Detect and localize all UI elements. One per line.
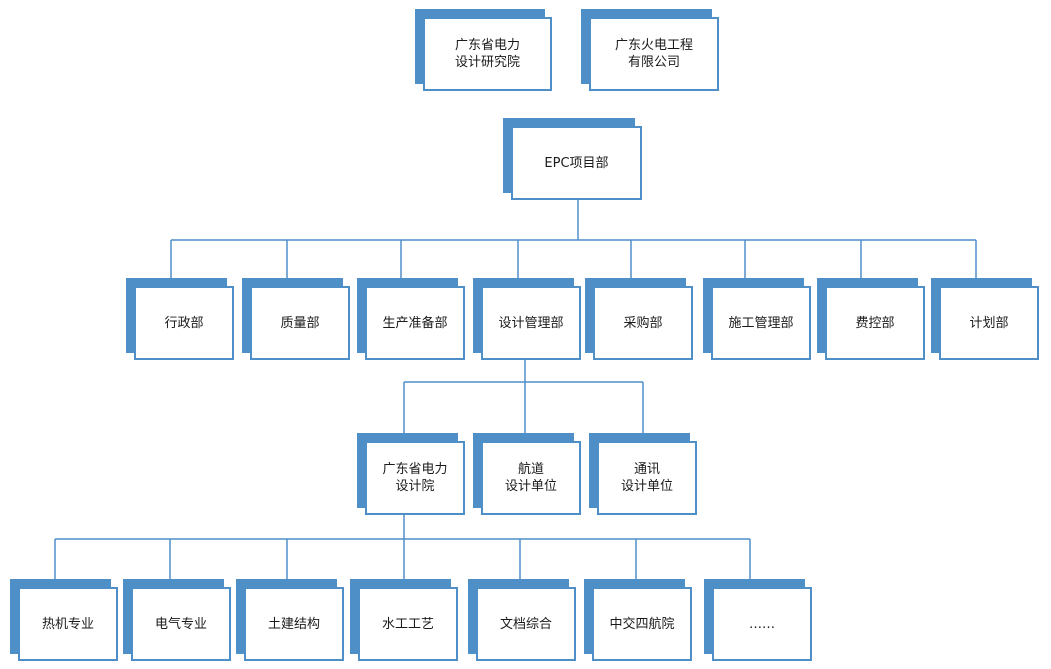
org-box-specialty: 土建结构 <box>236 579 344 661</box>
org-box-design-unit: 广东省电力 设计院 <box>357 433 465 515</box>
org-label: 施工管理部 <box>728 315 794 331</box>
org-box-specialty: 文档综合 <box>468 579 576 661</box>
org-label: 中交四航院 <box>609 616 675 632</box>
org-box-specialty: 热机专业 <box>10 579 118 661</box>
org-label: 广东省电力 设计院 <box>382 462 448 494</box>
org-label: 采购部 <box>623 315 663 331</box>
org-box-department: 设计管理部 <box>473 278 581 360</box>
org-box-specialty: 中交四航院 <box>584 579 692 661</box>
org-box-design-unit: 通讯 设计单位 <box>589 433 697 515</box>
org-box-design-unit: 航道 设计单位 <box>473 433 581 515</box>
org-box-department: 施工管理部 <box>703 278 811 360</box>
org-box-epc-project-department: EPC项目部 <box>503 118 642 200</box>
org-box-department: 采购部 <box>585 278 693 360</box>
org-label: 计划部 <box>969 315 1009 331</box>
org-label: 电气专业 <box>154 616 207 632</box>
org-label: 航道 设计单位 <box>504 462 557 494</box>
org-label: 费控部 <box>855 315 895 331</box>
org-label: 质量部 <box>280 315 320 331</box>
org-label: …… <box>749 616 775 632</box>
org-label: 广东省电力 设计研究院 <box>454 38 520 70</box>
org-label: 广东火电工程 有限公司 <box>614 38 693 70</box>
org-box-specialty: 电气专业 <box>123 579 231 661</box>
org-label: 热机专业 <box>41 616 94 632</box>
org-box-power-engineering-company: 广东火电工程 有限公司 <box>581 9 719 91</box>
org-label: EPC项目部 <box>544 155 609 171</box>
org-box-specialty: 水工工艺 <box>350 579 458 661</box>
org-label: 通讯 设计单位 <box>620 462 673 494</box>
org-box-department: 计划部 <box>931 278 1039 360</box>
org-label: 生产准备部 <box>382 315 448 331</box>
org-box-specialty: …… <box>704 579 812 661</box>
org-box-department: 质量部 <box>242 278 350 360</box>
org-box-department: 费控部 <box>817 278 925 360</box>
org-label: 行政部 <box>164 315 204 331</box>
org-box-department: 行政部 <box>126 278 234 360</box>
org-box-department: 生产准备部 <box>357 278 465 360</box>
org-label: 设计管理部 <box>498 315 564 331</box>
org-label: 文档综合 <box>499 616 552 632</box>
org-label: 水工工艺 <box>381 616 434 632</box>
org-label: 土建结构 <box>267 616 320 632</box>
org-box-design-institute: 广东省电力 设计研究院 <box>415 9 552 91</box>
